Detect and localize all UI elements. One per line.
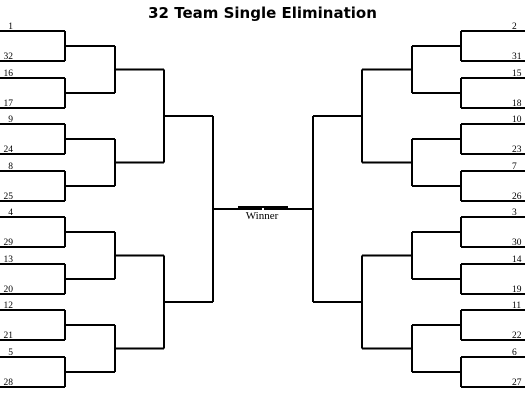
left_seeds-seed-label: 13 bbox=[4, 255, 14, 265]
left_seeds-seed-label: 17 bbox=[4, 99, 14, 109]
left_seeds-seed-label: 21 bbox=[4, 331, 14, 341]
left_seeds-seed-label: 9 bbox=[8, 115, 13, 125]
left_seeds-seed-label: 20 bbox=[4, 285, 14, 295]
right_seeds-seed-label: 6 bbox=[512, 348, 517, 358]
right_seeds-seed-label: 27 bbox=[512, 378, 522, 388]
right_seeds-seed-label: 15 bbox=[512, 69, 522, 79]
right_seeds-seed-label: 18 bbox=[512, 99, 522, 109]
left_seeds-seed-label: 1 bbox=[8, 22, 13, 32]
left_seeds-seed-label: 29 bbox=[4, 238, 14, 248]
right_seeds-seed-label: 31 bbox=[512, 52, 522, 62]
left_seeds-seed-label: 25 bbox=[4, 192, 14, 202]
left_seeds-seed-label: 28 bbox=[4, 378, 14, 388]
right_seeds-seed-label: 19 bbox=[512, 285, 522, 295]
left_seeds-seed-label: 5 bbox=[8, 348, 13, 358]
right_seeds-seed-label: 2 bbox=[512, 22, 517, 32]
right_seeds-seed-label: 22 bbox=[512, 331, 522, 341]
right_seeds-seed-label: 26 bbox=[512, 192, 522, 202]
left_seeds-seed-label: 32 bbox=[4, 52, 14, 62]
winner-label: Winner bbox=[246, 210, 279, 222]
left_seeds-seed-label: 12 bbox=[4, 301, 14, 311]
right_seeds-seed-label: 14 bbox=[512, 255, 522, 265]
right_seeds-seed-label: 7 bbox=[512, 162, 517, 172]
right_seeds-seed-label: 11 bbox=[512, 301, 521, 311]
right_seeds-seed-label: 23 bbox=[512, 145, 522, 155]
left_seeds-seed-label: 24 bbox=[4, 145, 14, 155]
right_seeds-seed-label: 3 bbox=[512, 208, 517, 218]
page-title: 32 Team Single Elimination bbox=[148, 4, 377, 22]
left_seeds-seed-label: 16 bbox=[4, 69, 14, 79]
left_seeds-seed-label: 8 bbox=[8, 162, 13, 172]
left_seeds-seed-label: 4 bbox=[8, 208, 13, 218]
right_seeds-seed-label: 10 bbox=[512, 115, 522, 125]
right_seeds-seed-label: 30 bbox=[512, 238, 522, 248]
